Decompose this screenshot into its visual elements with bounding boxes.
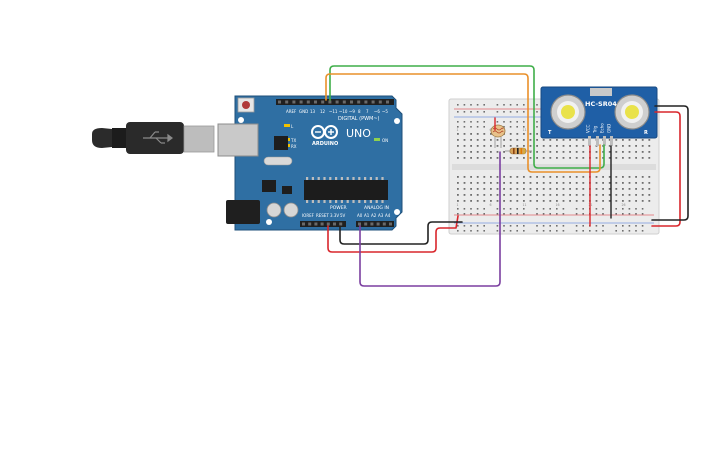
svg-text:~6: ~6	[374, 109, 380, 114]
sensor-model-label: HC-SR04	[585, 100, 617, 108]
svg-text:6: 6	[490, 203, 492, 207]
atmega-chip	[304, 180, 388, 200]
svg-text:13: 13	[310, 109, 316, 114]
sensor-pin-label: VCC	[586, 124, 591, 133]
svg-text:AREF: AREF	[286, 109, 297, 114]
green-wire	[329, 65, 605, 169]
purple-wire-a0	[359, 151, 501, 287]
usb-cable-icon	[92, 122, 215, 154]
power-header-label: POWER	[330, 205, 347, 211]
analog-header	[356, 221, 394, 227]
sensor-r-mark: R	[644, 130, 648, 136]
orange-wire	[325, 73, 601, 173]
svg-text:7: 7	[366, 109, 369, 114]
svg-text:A1: A1	[364, 213, 370, 218]
svg-text:IOREF: IOREF	[302, 213, 315, 218]
wires	[325, 65, 689, 287]
arduino-uno-board: DIGITAL (PWM~) AREF GND 13 12 ~11 ~10 ~9…	[217, 95, 403, 231]
svg-text:~11: ~11	[329, 109, 338, 114]
svg-text:11: 11	[523, 203, 527, 207]
power-jack	[226, 200, 260, 224]
svg-text:1: 1	[457, 203, 459, 207]
svg-text:16: 16	[556, 203, 560, 207]
reset-button-cap[interactable]	[242, 101, 250, 109]
photoresistor-icon	[490, 124, 506, 148]
svg-text:6: 6	[490, 128, 492, 132]
svg-text:1: 1	[457, 128, 459, 132]
svg-text:A0: A0	[357, 213, 363, 218]
board-brand-label: ARDUINO	[312, 141, 338, 147]
svg-text:A3: A3	[378, 213, 384, 218]
sensor-pin-label: Trig	[593, 125, 598, 134]
svg-text:GND: GND	[299, 109, 308, 114]
on-led-label: ON	[382, 138, 388, 143]
board-model-label: UNO	[346, 127, 371, 140]
svg-text:11: 11	[523, 128, 527, 132]
usb-symbol-icon	[143, 131, 173, 144]
svg-text:RESET: RESET	[316, 213, 329, 218]
l-led-label: L	[291, 124, 294, 129]
svg-text:A2: A2	[371, 213, 377, 218]
rx-led-label: RX	[291, 144, 297, 149]
digital-header-label: DIGITAL (PWM~)	[338, 116, 380, 122]
svg-text:~5: ~5	[382, 109, 388, 114]
svg-text:12: 12	[320, 109, 326, 114]
black-wire-sensor-right	[651, 105, 689, 221]
svg-text:~9: ~9	[349, 109, 355, 114]
sensor-pin-label: Echo	[600, 123, 605, 133]
arduino-logo-icon	[311, 125, 338, 139]
usb-chip	[274, 136, 288, 150]
svg-text:~10: ~10	[339, 109, 348, 114]
tx-led-label: TX	[290, 138, 296, 143]
sensor-pin-label: GND	[607, 124, 612, 133]
digital-header	[276, 99, 394, 105]
svg-text:3.3V: 3.3V	[330, 213, 339, 218]
svg-text:26: 26	[622, 203, 626, 207]
usb-jack	[217, 123, 259, 157]
black-wire-gnd	[339, 221, 463, 245]
sensor-t-mark: T	[548, 130, 552, 136]
svg-text:8: 8	[358, 109, 361, 114]
analog-header-label: ANALOG IN	[364, 205, 389, 211]
svg-text:A4: A4	[385, 213, 391, 218]
red-wire-sensor-right	[651, 111, 681, 227]
red-wire-5v	[327, 215, 459, 253]
svg-text:5V: 5V	[340, 213, 346, 218]
